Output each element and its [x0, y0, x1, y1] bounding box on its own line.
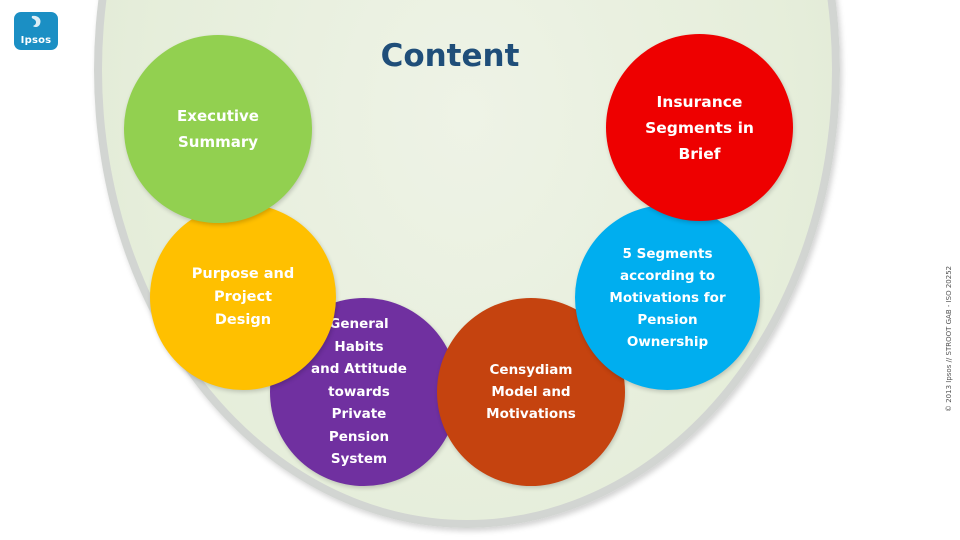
- topic-label-executive-summary: Executive Summary: [177, 107, 259, 151]
- copyright-notice: © 2013 Ipsos // STROOT GAB - ISO 20252: [945, 265, 953, 412]
- topic-circle-executive-summary: Executive Summary: [124, 35, 312, 223]
- topic-circle-purpose: Purpose and Project Design: [150, 204, 336, 390]
- topic-label-censydiam: Censydiam Model and Motivations: [486, 362, 576, 422]
- ipsos-logo: Ipsos: [14, 12, 58, 50]
- logo-mark-icon: [31, 15, 41, 28]
- page-title: Content: [380, 38, 520, 74]
- topic-label-purpose: Purpose and Project Design: [191, 265, 295, 328]
- topic-label-general-habits: General Habits and Attitude towards Priv…: [311, 316, 407, 468]
- logo-text: Ipsos: [20, 35, 52, 46]
- topic-circle-censydiam: Censydiam Model and Motivations: [437, 298, 625, 486]
- topic-label-five-segments: 5 Segments according to Motivations for …: [609, 245, 726, 350]
- topic-circle-five-segments: 5 Segments according to Motivations for …: [575, 205, 760, 390]
- topic-circle-insurance-segments: Insurance Segments in Brief: [606, 34, 793, 221]
- topic-label-insurance-segments: Insurance Segments in Brief: [645, 92, 754, 163]
